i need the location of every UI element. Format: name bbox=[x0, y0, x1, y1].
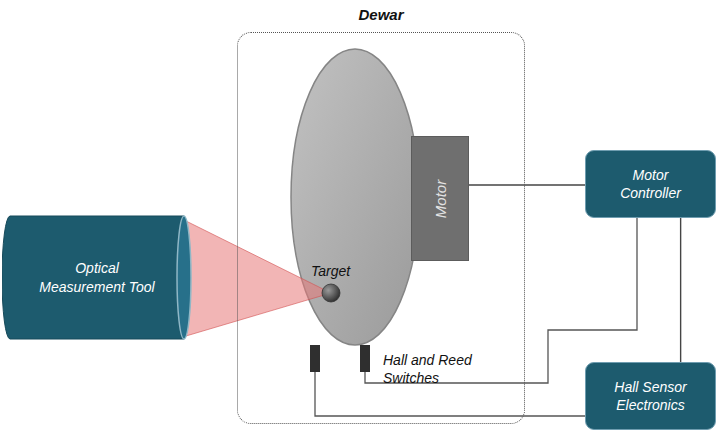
measurement-cylinder: Optical Measurement Tool bbox=[2, 215, 192, 340]
target-sphere bbox=[322, 284, 340, 302]
node-label: Optical Measurement Tool bbox=[38, 259, 156, 295]
connector bbox=[469, 184, 585, 185]
node-label: Hall Sensor Electronics bbox=[603, 378, 699, 414]
hall-switch bbox=[310, 345, 320, 372]
optical-beam bbox=[186, 221, 331, 336]
reed-switch bbox=[360, 345, 370, 372]
wire bbox=[315, 372, 585, 416]
cylinder-outline bbox=[2, 215, 192, 340]
motor-box: Motor bbox=[411, 136, 469, 261]
cylinder-face bbox=[177, 216, 191, 339]
switch-label: Hall and Reed Switches bbox=[383, 351, 501, 387]
connector bbox=[680, 218, 681, 362]
dewar-region: DewarMotor bbox=[237, 32, 525, 424]
node-label: Motor Controller bbox=[603, 166, 699, 202]
electronics-box: Hall Sensor Electronics bbox=[585, 362, 716, 430]
rotating-disk bbox=[291, 49, 419, 345]
controller-box: Motor Controller bbox=[585, 150, 716, 218]
cylinder-body bbox=[2, 216, 184, 339]
node-label: Motor bbox=[432, 179, 449, 217]
region-title: Dewar bbox=[238, 6, 524, 23]
target-label: Target bbox=[311, 262, 371, 280]
